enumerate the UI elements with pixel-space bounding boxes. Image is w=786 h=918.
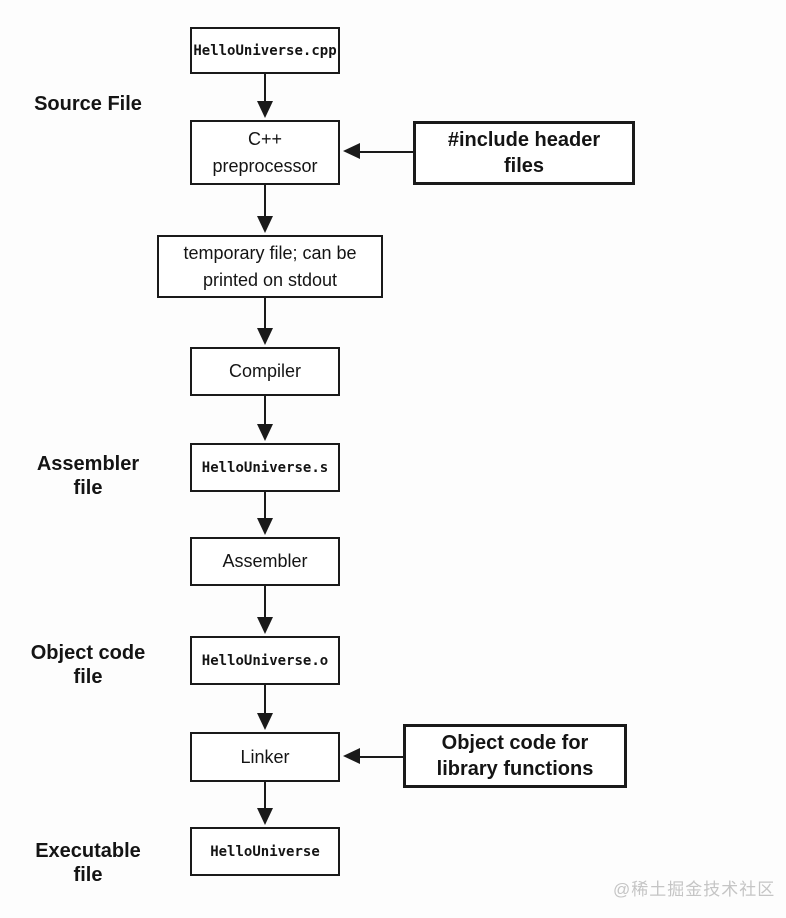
node-assembly-file: HelloUniverse.s	[190, 443, 340, 492]
arrow-source-to-preprocessor	[257, 74, 273, 118]
arrow-linker-to-executable	[257, 782, 273, 825]
node-temp-file: temporary file; can be printed on stdout	[157, 235, 383, 298]
arrow-libobjects-to-linker	[343, 748, 403, 764]
node-object-file: HelloUniverse.o	[190, 636, 340, 685]
arrow-assemblyfile-to-assembler	[257, 492, 273, 535]
stage-label-executable-file: Executable file	[35, 840, 141, 886]
arrow-preprocessor-to-tempfile	[257, 185, 273, 233]
node-library-objects: Object code for library functions	[403, 724, 627, 788]
stage-label-object-code-file: Object code file	[30, 642, 146, 688]
node-preprocessor: C++ preprocessor	[190, 120, 340, 185]
node-linker: Linker	[190, 732, 340, 782]
stage-label-assembler-file: Assembler file	[36, 453, 140, 499]
node-include-headers: #include header files	[413, 121, 635, 185]
watermark-text: @稀土掘金技术社区	[613, 880, 776, 899]
node-executable: HelloUniverse	[190, 827, 340, 876]
arrow-assembler-to-objectfile	[257, 586, 273, 634]
arrow-objectfile-to-linker	[257, 685, 273, 730]
arrow-tempfile-to-compiler	[257, 298, 273, 345]
node-assembler: Assembler	[190, 537, 340, 586]
stage-label-source-file: Source File	[34, 93, 142, 115]
node-source-file: HelloUniverse.cpp	[190, 27, 340, 74]
arrow-headers-to-preprocessor	[343, 143, 413, 159]
node-compiler: Compiler	[190, 347, 340, 396]
arrow-compiler-to-assemblyfile	[257, 396, 273, 441]
